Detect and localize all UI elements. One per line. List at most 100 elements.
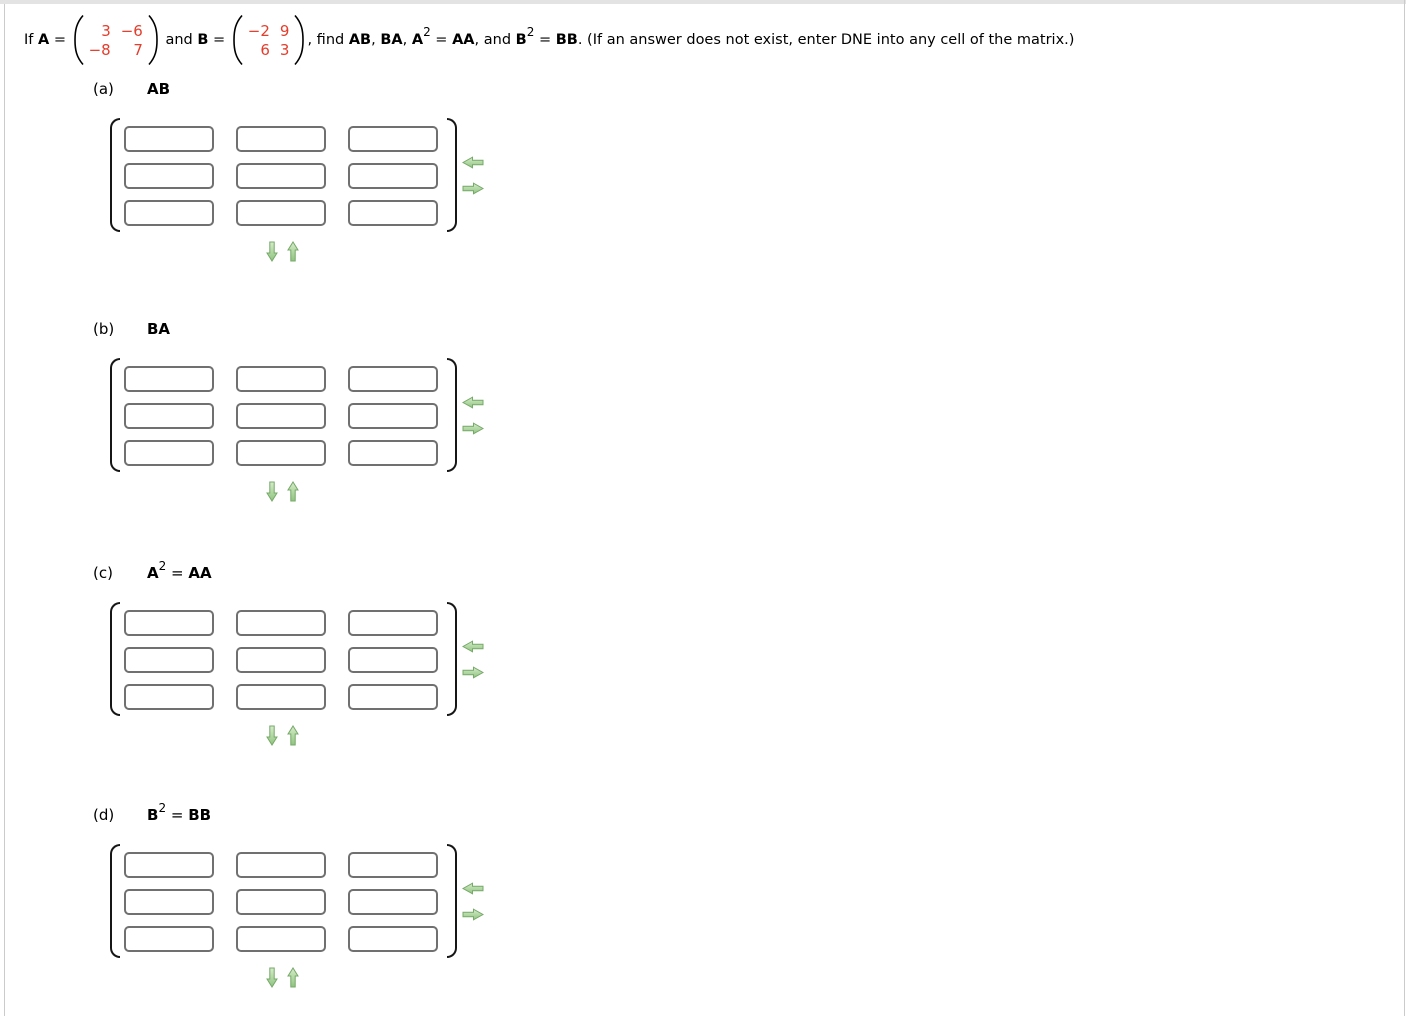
- matrix-cell-input-r1c1[interactable]: [124, 126, 214, 152]
- matrix-cell-input-r1c1[interactable]: [124, 366, 214, 392]
- matrix-cell-input-r1c2[interactable]: [236, 610, 326, 636]
- part-title-main: BA: [147, 320, 171, 338]
- part-index: (d): [93, 806, 115, 824]
- matrix-answer-pad: [110, 844, 510, 994]
- part-title: BA: [147, 320, 170, 338]
- add-column-button[interactable]: [462, 422, 484, 435]
- matrix-cell-input-r2c3[interactable]: [348, 647, 438, 673]
- matrix-cell-input-r3c3[interactable]: [348, 200, 438, 226]
- matrix-cell-input-r3c2[interactable]: [236, 200, 326, 226]
- add-column-button[interactable]: [462, 182, 484, 195]
- matrix-cell-input-r1c3[interactable]: [348, 852, 438, 878]
- matrix-cell-input-r3c3[interactable]: [348, 684, 438, 710]
- aa-term: AA: [452, 32, 475, 48]
- a-squared-exponent: 2: [423, 25, 431, 39]
- left-bracket: [110, 844, 120, 958]
- part-title-main: A: [147, 564, 159, 582]
- matrix-cell-input-r3c2[interactable]: [236, 440, 326, 466]
- window-left-border: [4, 4, 5, 1016]
- add-row-button[interactable]: [266, 241, 278, 262]
- part-title: AB: [147, 80, 170, 98]
- matrix-cell-input-r3c1[interactable]: [124, 440, 214, 466]
- left-paren-icon: [232, 14, 243, 66]
- remove-column-button[interactable]: [462, 640, 484, 653]
- part-d-section: (d)B2 = BB: [24, 801, 584, 1006]
- right-arrow-icon: [462, 666, 484, 679]
- part-title: A2 = AA: [147, 559, 212, 582]
- part-index: (b): [93, 320, 115, 338]
- matrix-cells: [124, 366, 438, 466]
- matrix-cell-input-r2c1[interactable]: [124, 889, 214, 915]
- matrix-cell-input-r2c3[interactable]: [348, 889, 438, 915]
- matrix-b-cell: 6: [260, 40, 270, 59]
- add-column-button[interactable]: [462, 908, 484, 921]
- instructions-text: . (If an answer does not exist, enter DN…: [577, 32, 1075, 48]
- left-paren-icon: [73, 14, 84, 66]
- matrix-cell-input-r2c2[interactable]: [236, 403, 326, 429]
- left-bracket: [110, 358, 120, 472]
- matrix-cell-input-r2c2[interactable]: [236, 647, 326, 673]
- add-column-button[interactable]: [462, 666, 484, 679]
- matrix-cell-input-r2c1[interactable]: [124, 163, 214, 189]
- matrix-b-cell: 3: [279, 40, 290, 59]
- up-arrow-icon: [287, 967, 299, 988]
- matrix-cell-input-r2c1[interactable]: [124, 403, 214, 429]
- matrix-cell-input-r1c1[interactable]: [124, 852, 214, 878]
- right-paren-icon: [294, 14, 305, 66]
- matrix-cell-input-r2c3[interactable]: [348, 403, 438, 429]
- matrix-cell-input-r1c1[interactable]: [124, 610, 214, 636]
- equals-sign: =: [430, 32, 453, 48]
- matrix-cell-input-r3c3[interactable]: [348, 440, 438, 466]
- matrix-cell-input-r3c2[interactable]: [236, 926, 326, 952]
- right-bracket: [447, 358, 457, 472]
- row-controls: [266, 967, 299, 988]
- remove-column-button[interactable]: [462, 882, 484, 895]
- bb-term: BB: [555, 32, 578, 48]
- ab-term: AB: [348, 32, 372, 48]
- matrix-cell-input-r1c2[interactable]: [236, 126, 326, 152]
- window-top-border: [0, 0, 1406, 4]
- remove-row-button[interactable]: [287, 241, 299, 262]
- matrix-cell-input-r3c2[interactable]: [236, 684, 326, 710]
- matrix-cell-input-r1c3[interactable]: [348, 126, 438, 152]
- matrix-cell-input-r2c2[interactable]: [236, 889, 326, 915]
- remove-column-button[interactable]: [462, 156, 484, 169]
- matrix-a-name: A: [38, 32, 50, 48]
- remove-row-button[interactable]: [287, 481, 299, 502]
- part-title-main: AB: [147, 80, 171, 98]
- add-row-button[interactable]: [266, 725, 278, 746]
- remove-column-button[interactable]: [462, 396, 484, 409]
- part-title-eq: =: [166, 564, 189, 582]
- add-row-button[interactable]: [266, 967, 278, 988]
- part-label: (b) BA: [93, 320, 170, 338]
- equals-sign: =: [208, 32, 230, 48]
- matrix-cell-input-r3c3[interactable]: [348, 926, 438, 952]
- part-label: (d)B2 = BB: [93, 801, 211, 824]
- part-title-second: AA: [188, 564, 212, 582]
- matrix-cell-input-r3c1[interactable]: [124, 926, 214, 952]
- matrix-cell-input-r1c3[interactable]: [348, 610, 438, 636]
- matrix-cell-input-r2c2[interactable]: [236, 163, 326, 189]
- left-arrow-icon: [462, 156, 484, 169]
- and-text: and: [160, 32, 198, 48]
- if-text: If: [24, 32, 38, 48]
- right-arrow-icon: [462, 182, 484, 195]
- left-arrow-icon: [462, 882, 484, 895]
- matrix-cell-input-r3c1[interactable]: [124, 200, 214, 226]
- matrix-cell-input-r3c1[interactable]: [124, 684, 214, 710]
- ba-term: BA: [380, 32, 403, 48]
- matrix-cell-input-r1c3[interactable]: [348, 366, 438, 392]
- remove-row-button[interactable]: [287, 725, 299, 746]
- column-controls: [462, 882, 484, 921]
- matrix-cell-input-r2c1[interactable]: [124, 647, 214, 673]
- remove-row-button[interactable]: [287, 967, 299, 988]
- matrix-cell-input-r2c3[interactable]: [348, 163, 438, 189]
- matrix-cell-input-r1c2[interactable]: [236, 852, 326, 878]
- up-arrow-icon: [287, 725, 299, 746]
- add-row-button[interactable]: [266, 481, 278, 502]
- column-controls: [462, 396, 484, 435]
- matrix-cell-input-r1c2[interactable]: [236, 366, 326, 392]
